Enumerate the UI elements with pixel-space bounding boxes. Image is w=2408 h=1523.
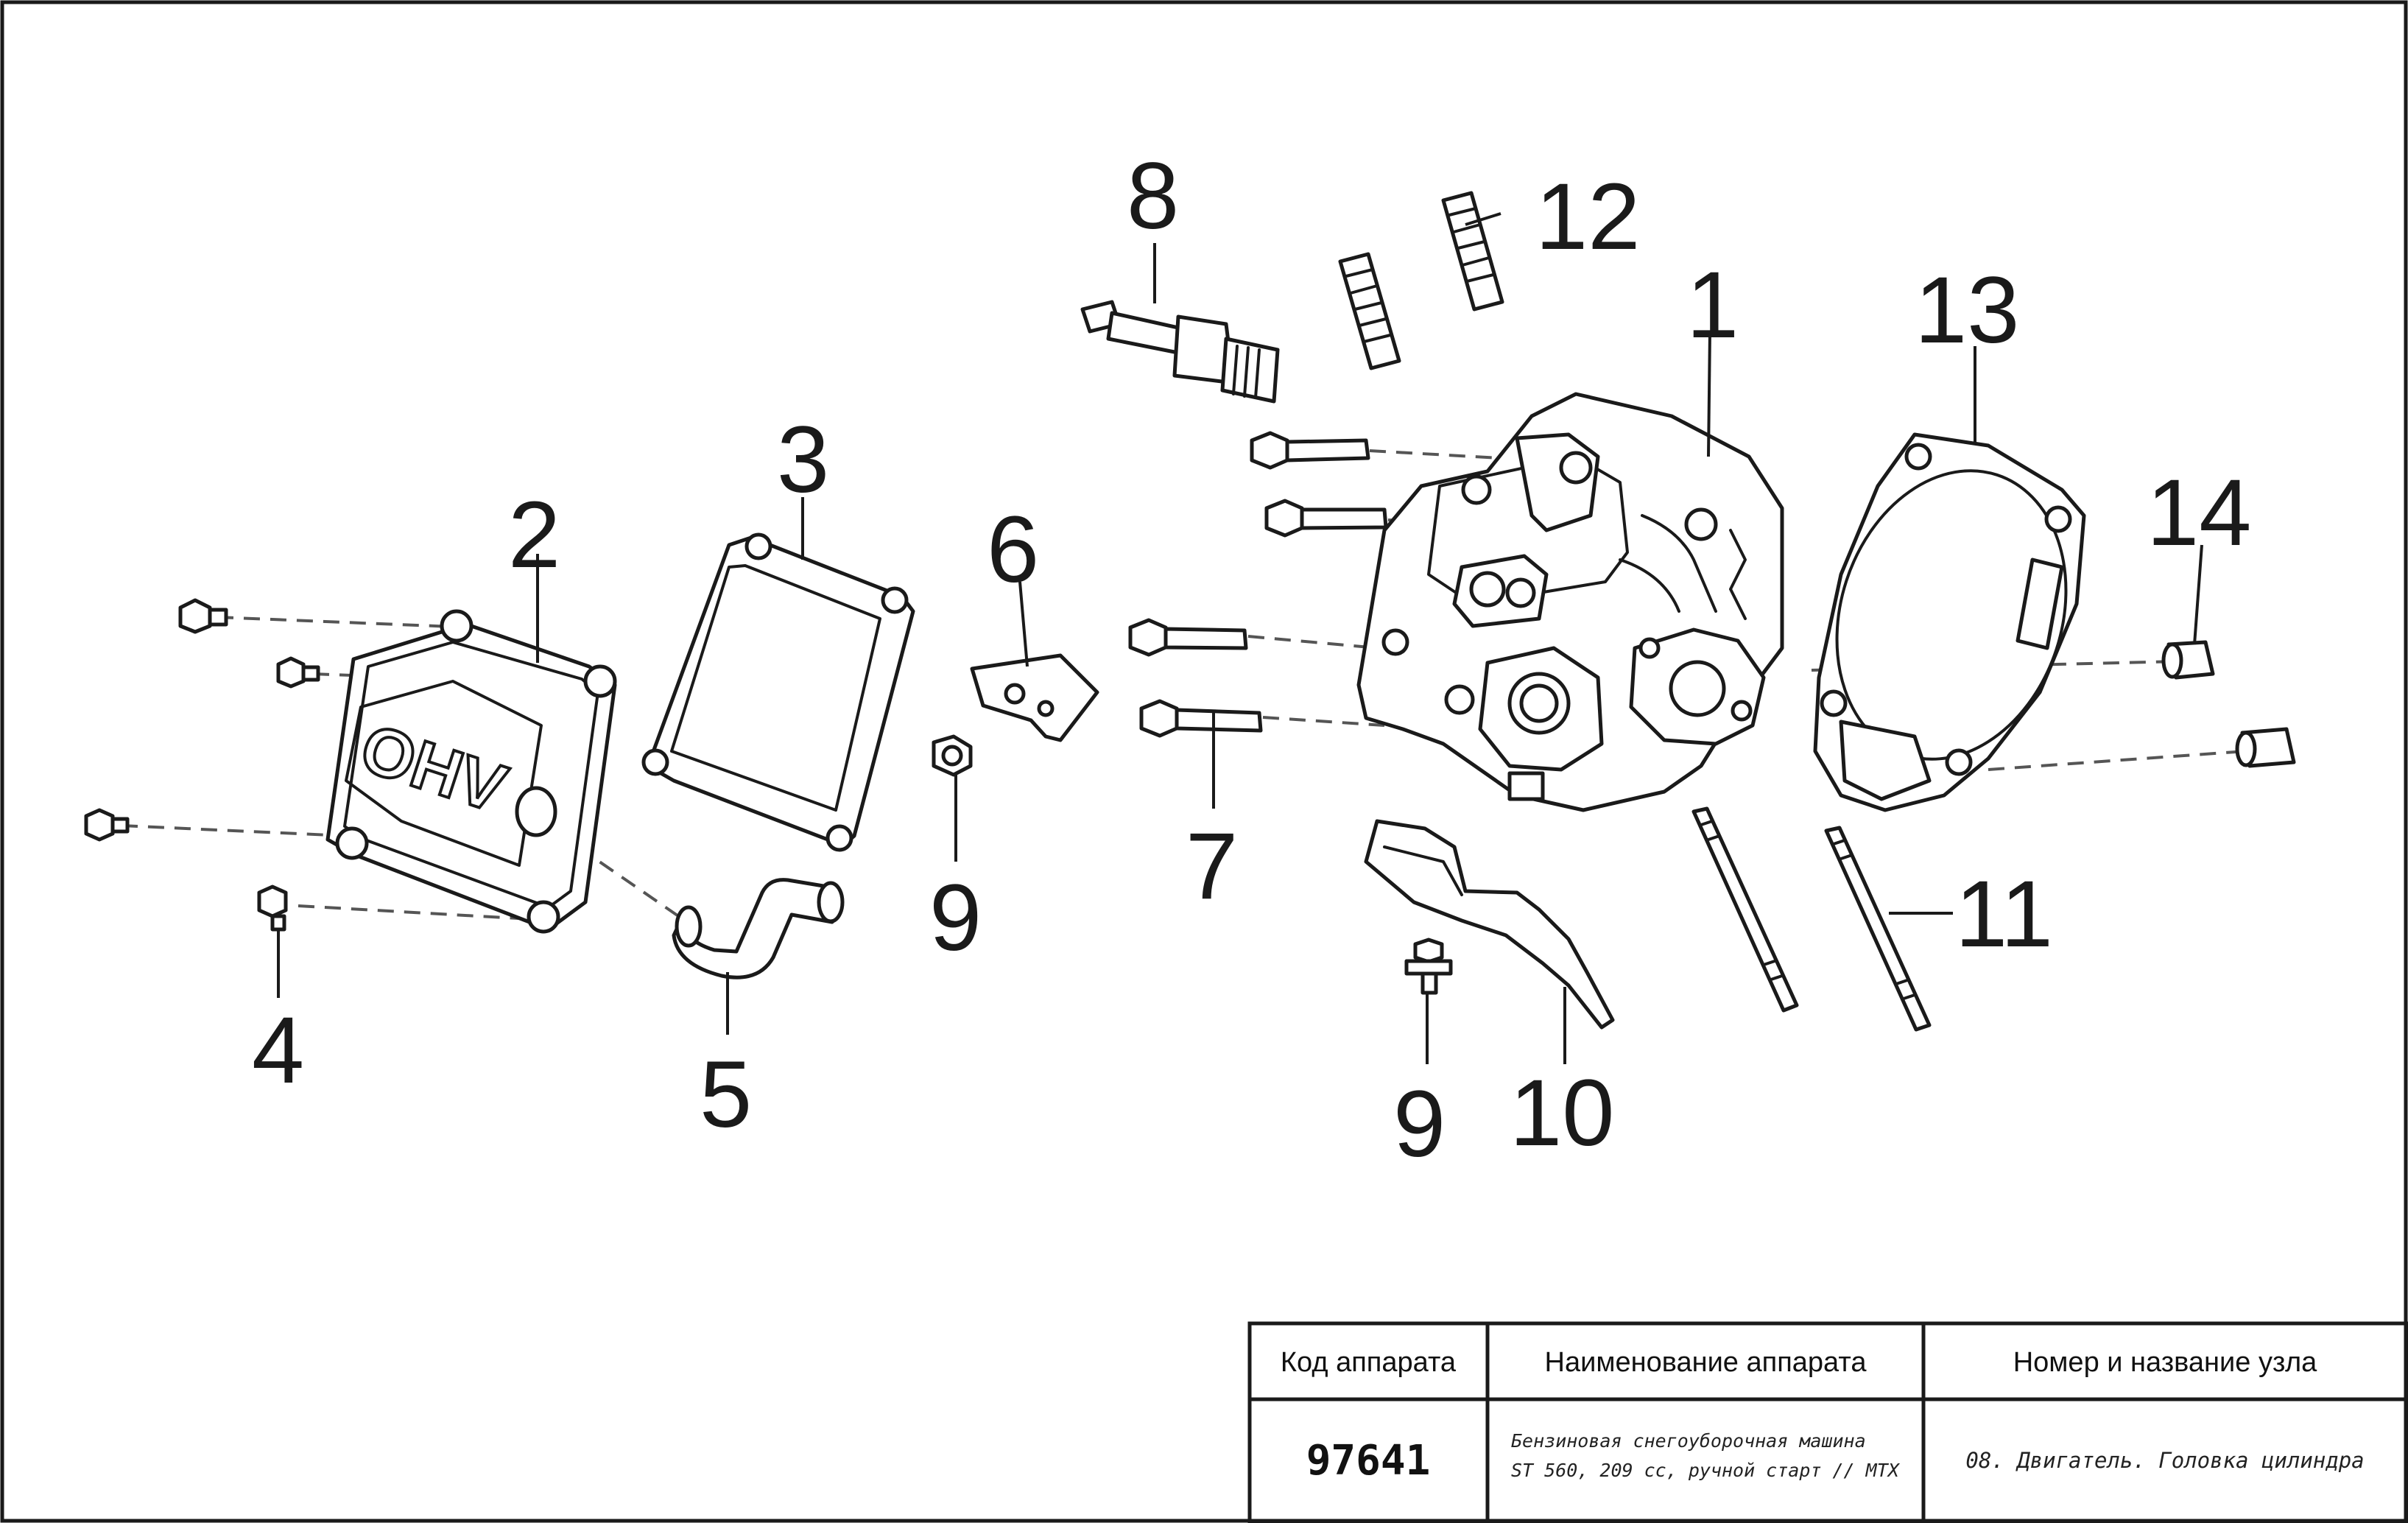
callout-2: 2 [508, 482, 560, 588]
deflector-bolt [1404, 938, 1453, 995]
title-block-frame [1247, 1321, 2408, 1523]
callout-8: 8 [1127, 144, 1179, 249]
callout-3: 3 [777, 407, 829, 513]
callout-13: 13 [1915, 258, 2019, 363]
callout-14: 14 [2147, 460, 2251, 566]
callout-10: 10 [1510, 1061, 1614, 1166]
apparatus-name-line1: Бензиновая снегоуборочная машина [1511, 1430, 1866, 1452]
callout-1: 1 [1686, 253, 1739, 358]
valve-cover: OHV [325, 609, 617, 934]
callout-12: 12 [1535, 164, 1640, 270]
cylinder-head [1356, 392, 1784, 812]
apparatus-name-line2: ST 560, 209 cc, ручной старт // MTX [1511, 1460, 1901, 1481]
dowel-pins [1338, 191, 1504, 370]
studs [1691, 806, 1932, 1032]
apparatus-code: 97641 [1306, 1437, 1431, 1485]
bracket [970, 653, 1099, 742]
header-name: Наименование аппарата [1545, 1347, 1867, 1378]
header-code: Код аппарата [1281, 1347, 1457, 1378]
cover-bolts [84, 598, 320, 932]
callout-9b: 9 [1393, 1072, 1446, 1177]
callout-6: 6 [987, 497, 1039, 602]
dowel-sleeves [2161, 640, 2296, 768]
callout-11: 11 [1955, 862, 2053, 967]
head-bolts [1128, 431, 1388, 738]
flange-nut [932, 734, 973, 777]
title-block: Код аппарата Наименование аппарата Номер… [1247, 1321, 2408, 1523]
leader-lines [277, 212, 2203, 1064]
node-title: 08. Двигатель. Головка цилиндра [1965, 1448, 2364, 1473]
callout-labels: 1 2 3 4 5 6 7 8 9 9 10 11 12 13 14 [252, 144, 2251, 1177]
callout-4: 4 [252, 998, 304, 1103]
callout-5: 5 [700, 1042, 752, 1147]
spark-plug [1080, 300, 1280, 404]
breather-tube [672, 878, 845, 979]
head-gasket [1813, 432, 2086, 812]
callout-9a: 9 [929, 865, 982, 971]
header-node: Номер и название узла [2013, 1347, 2317, 1378]
callout-7: 7 [1186, 814, 1238, 919]
deflector-plate [1364, 819, 1615, 1030]
cover-gasket [641, 532, 915, 852]
